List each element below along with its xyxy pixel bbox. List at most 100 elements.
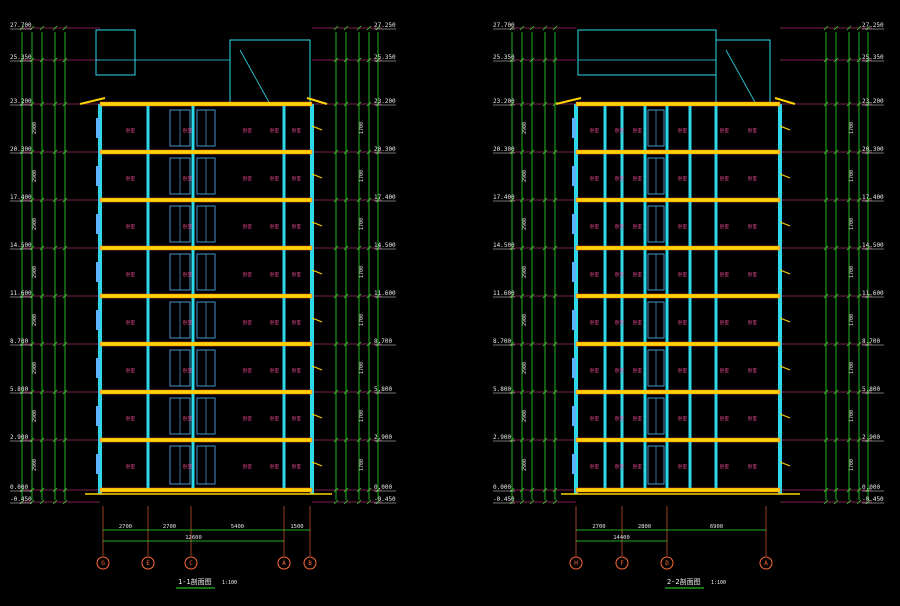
section-1-1-dimension-tick [375, 25, 381, 31]
section-1-1-floor-slab [99, 293, 313, 299]
section-2-2-room-label: 卧室 [748, 415, 757, 422]
section-1-1-dimension-tick [366, 437, 372, 443]
section-1-1-room-label: 卧室 [270, 175, 279, 182]
section-2-2-dimension-tick [865, 499, 871, 505]
section-1-1-dimension-tick [343, 245, 349, 251]
section-1-1-dimension-tick [62, 197, 68, 203]
section-2-2-elevation-label-left: 23.200 [493, 98, 515, 105]
section-1-1-balcony-rail [311, 413, 323, 419]
section-2-2-dimension-tick [542, 293, 548, 299]
section-1-1-room-label: 卧室 [183, 463, 192, 470]
section-2-2-floor-slab [575, 245, 781, 251]
section-1-1-room-label: 卧室 [183, 319, 192, 326]
section-1-1-room-label: 卧室 [243, 127, 252, 134]
section-2-2-dimension-tick [519, 389, 525, 395]
section-1-1-room-label: 卧室 [292, 223, 301, 230]
section-2-2-dimension-text: 1700 [849, 170, 855, 182]
section-2-2-exterior-window [572, 262, 576, 282]
section-2-2-dimension-tick [552, 293, 558, 299]
section-1-1-dimension-tick [19, 149, 25, 155]
section-2-2-interior-wall [688, 250, 692, 294]
section-2-2-balcony-rail [779, 269, 791, 275]
section-1-1-dimension-tick [62, 389, 68, 395]
section-2-2-dimension-tick [542, 25, 548, 31]
section-2-2-elevation-label-left: 8.700 [493, 338, 511, 345]
section-1-1-balcony-rail [311, 269, 323, 275]
section-2-2-dimension-tick [856, 245, 862, 251]
section-2-2-room-label: 卧室 [615, 175, 624, 182]
section-1-1-room-label: 卧室 [126, 223, 135, 230]
section-1-1-dimension-tick [19, 245, 25, 251]
section-1-1-grid-axis-label: C [189, 560, 193, 567]
section-2-2-dimension-tick [856, 25, 862, 31]
section-1-1-elevation-label-left: 20.300 [10, 146, 32, 153]
section-1-1-dimension-text: 1700 [359, 266, 365, 278]
section-1-1-dimension-tick [39, 341, 45, 347]
section-2-2-dimension-tick [509, 245, 515, 251]
section-2-2-exterior-wall [574, 104, 578, 494]
section-2-2-dimension-tick [833, 149, 839, 155]
section-1-1-dimension-tick [333, 341, 339, 347]
section-2-2-dimension-text: 2900 [522, 218, 528, 230]
section-2-2-dimension-tick [519, 149, 525, 155]
section-2-2-dimension-tick [542, 197, 548, 203]
section-1-1-dimension-tick [19, 25, 25, 31]
section-2-2-dimension-tick [833, 25, 839, 31]
section-1-1-dimension-tick [343, 149, 349, 155]
section-1-1-room-label: 卧室 [243, 223, 252, 230]
section-2-2-dimension-text: 2900 [522, 459, 528, 471]
section-1-1-dimension-tick [19, 499, 25, 505]
section-2-2-dimension-text: 1700 [849, 459, 855, 471]
section-2-2-interior-wall [714, 154, 718, 198]
section-2-2-room-label: 卧室 [615, 127, 624, 134]
section-2-2-elevation-label-left: 2.900 [493, 434, 511, 441]
section-1-1-interior-wall [191, 154, 195, 198]
section-2-2-dimension-tick [509, 149, 515, 155]
section-1-1-dimension-tick [29, 389, 35, 395]
section-2-2-exterior-window [572, 406, 576, 426]
section-1-1-dimension-tick [333, 101, 339, 107]
section-2-2-elevation-label-right: 8.700 [862, 338, 880, 345]
section-1-1-dimension-text: 2900 [32, 459, 38, 471]
section-1-1-balcony-rail [311, 221, 323, 227]
section-2-2-interior-wall [665, 394, 669, 438]
section-1-1-dimension-tick [39, 487, 45, 493]
section-1-1-room-label: 卧室 [292, 271, 301, 278]
section-2-2-bottom-dimension-text: 2800 [638, 524, 651, 530]
section-2-2-dimension-tick [519, 101, 525, 107]
section-1-1-room-label: 卧室 [292, 463, 301, 470]
section-1-1-dimension-text: 2900 [32, 362, 38, 374]
section-2-2-interior-wall [665, 442, 669, 488]
section-1-1-dimension-tick [356, 341, 362, 347]
section-2-2-dimension-tick [542, 437, 548, 443]
section-1-1-elevation-label-left: 25.350 [10, 54, 32, 61]
section-2-2-dimension-tick [846, 57, 852, 63]
section-2-2-dimension-tick [856, 341, 862, 347]
section-2-2-floor-slab [575, 487, 781, 493]
section-2-2-dimension-tick [552, 245, 558, 251]
section-1-1-dimension-tick [356, 25, 362, 31]
section-1-1-elevation-label-right: -0.450 [374, 496, 396, 503]
section-1-1-room-label: 卧室 [126, 127, 135, 134]
section-2-2-dimension-tick [542, 389, 548, 395]
section-1-1-room-label: 卧室 [243, 415, 252, 422]
section-1-1-interior-wall [146, 394, 150, 438]
section-1-1-room-label: 卧室 [243, 319, 252, 326]
section-2-2-dimension-tick [519, 487, 525, 493]
section-1-1-balcony-rail [311, 461, 323, 467]
section-2-2-elevation-label-left: -0.450 [493, 496, 515, 503]
section-1-1-interior-wall [282, 442, 286, 488]
section-2-2-dimension-tick [865, 487, 871, 493]
section-2-2-dimension-tick [542, 341, 548, 347]
section-1-1-dimension-tick [29, 57, 35, 63]
section-2-2-dimension-tick [552, 389, 558, 395]
section-2-2-dimension-tick [823, 149, 829, 155]
section-1-1-dimension-tick [52, 499, 58, 505]
section-1-1-scale: 1:100 [222, 580, 237, 586]
section-2-2-room-label: 卧室 [590, 175, 599, 182]
section-2-2-balcony-rail [779, 221, 791, 227]
section-1-1-dimension-tick [375, 149, 381, 155]
section-2-2-dimension-tick [519, 437, 525, 443]
section-2-2-interior-wall [643, 346, 647, 390]
section-1-1-interior-wall [282, 346, 286, 390]
